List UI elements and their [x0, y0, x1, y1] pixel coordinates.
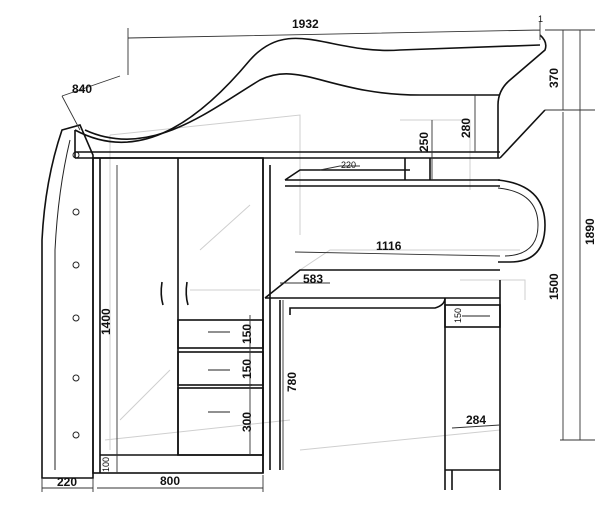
drawer-handle-icon	[208, 331, 230, 413]
drawer-1	[177, 319, 264, 349]
dim-rail-height: 280	[459, 118, 473, 138]
desk-drawer	[444, 304, 501, 328]
dim-ladder-width: 220	[57, 475, 77, 489]
dim-drawer2-height: 150	[240, 359, 254, 379]
dim-desk-drawer-height: 150	[453, 308, 463, 323]
dim-total-length: 1932	[292, 17, 319, 31]
dim-wardrobe-height: 1400	[99, 308, 113, 335]
ladder-step-icon	[72, 431, 80, 439]
ladder-step-icon	[72, 374, 80, 382]
dim-depth: 840	[72, 82, 92, 96]
dim-drawer1-height: 150	[240, 324, 254, 344]
ladder-step-icon	[72, 208, 80, 216]
arch-support	[497, 179, 546, 263]
dim-total-height: 1890	[583, 218, 597, 245]
dim-pedestal-width: 284	[466, 413, 486, 427]
hidden-lines	[104, 114, 526, 451]
dim-wardrobe-width: 800	[160, 474, 180, 488]
ladder	[41, 124, 94, 479]
door-handle-icon	[160, 281, 189, 306]
ladder-step-icon	[72, 314, 80, 322]
dim-desk-depth: 583	[303, 272, 323, 286]
dim-plinth-height: 100	[101, 457, 111, 472]
dim-shelf-depth: 220	[341, 160, 356, 170]
dim-side-height: 370	[547, 68, 561, 88]
dim-drawer3-height: 300	[240, 412, 254, 432]
bed-frame	[74, 34, 547, 159]
dimension-lines	[41, 22, 595, 492]
wall-shelf	[284, 158, 500, 187]
ladder-step-icon	[72, 151, 80, 159]
dim-corner-mark: 1	[538, 14, 543, 24]
dim-desk-width: 1116	[376, 239, 402, 253]
drawer-3	[177, 387, 264, 456]
dim-bed-height: 1500	[547, 273, 561, 300]
dim-desk-height: 780	[285, 372, 299, 392]
ladder-step-icon	[72, 261, 80, 269]
wardrobe	[92, 157, 271, 474]
dim-shelf-height: 250	[417, 132, 431, 152]
dimension-labels: 1932 840 1 370 1890 1500 280 250 220 111…	[57, 14, 597, 489]
drawer-2	[177, 351, 264, 386]
desk	[264, 269, 501, 490]
